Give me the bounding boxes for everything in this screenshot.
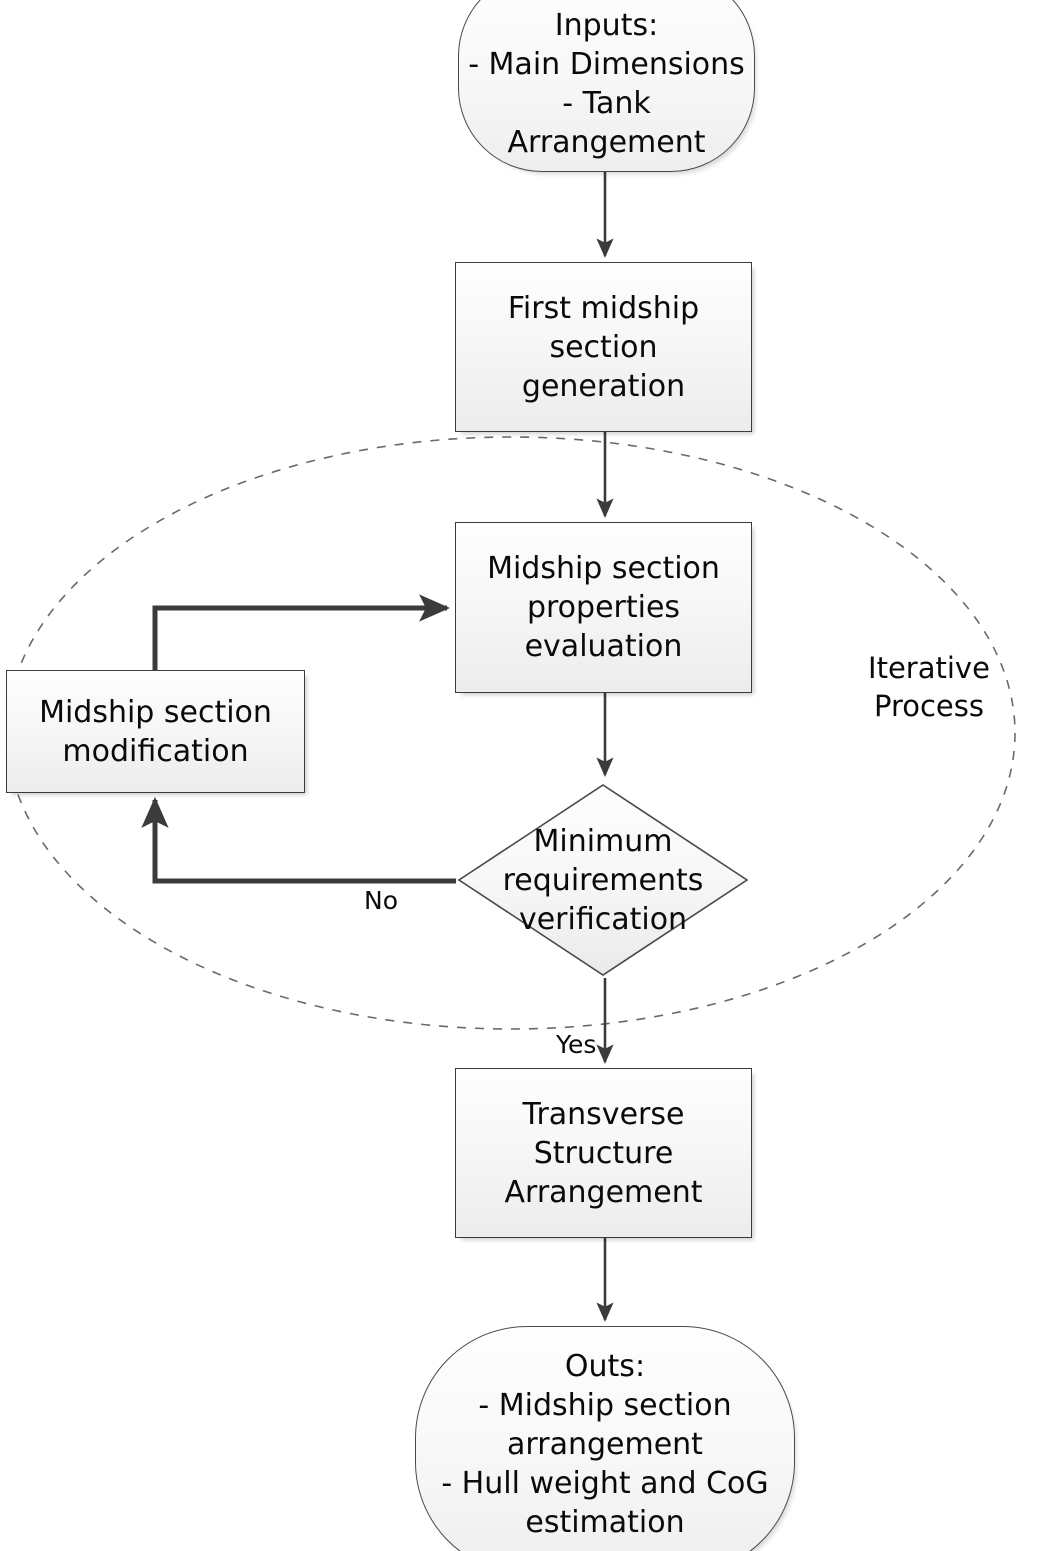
node-midship-section-properties-evaluation[interactable]: Midship section properties evaluation	[455, 522, 752, 693]
edge-label-yes: Yes	[556, 1030, 597, 1059]
node-first-midship-section-generation[interactable]: First midship section generation	[455, 262, 752, 432]
iterative-process-label: Iterative Process	[868, 651, 990, 723]
node-outputs[interactable]: Outs: - Midship section arrangement - Hu…	[415, 1326, 795, 1551]
edge-label-no: No	[364, 886, 398, 915]
node-midship-section-modification-label: Midship section modification	[39, 694, 272, 769]
node-minimum-requirements-verification-label: Minimum requirements verification	[502, 823, 704, 937]
node-midship-section-modification[interactable]: Midship section modification	[6, 670, 305, 793]
node-first-midship-section-generation-label: First midship section generation	[507, 290, 700, 404]
node-inputs[interactable]: Inputs: - Main Dimensions - Tank Arrange…	[458, 0, 755, 172]
node-transverse-structure-arrangement-label: Transverse Structure Arrangement	[504, 1096, 703, 1210]
node-minimum-requirements-verification[interactable]: Minimum requirements verification	[455, 781, 751, 979]
node-outputs-label: Outs: - Midship section arrangement - Hu…	[441, 1348, 769, 1540]
edge-modification-to-evaluation	[152, 594, 451, 670]
node-midship-section-properties-evaluation-label: Midship section properties evaluation	[487, 551, 720, 664]
node-transverse-structure-arrangement[interactable]: Transverse Structure Arrangement	[455, 1068, 752, 1238]
node-inputs-label: Inputs: - Main Dimensions - Tank Arrange…	[468, 8, 745, 160]
edge-decision-no-to-modification	[141, 796, 456, 884]
